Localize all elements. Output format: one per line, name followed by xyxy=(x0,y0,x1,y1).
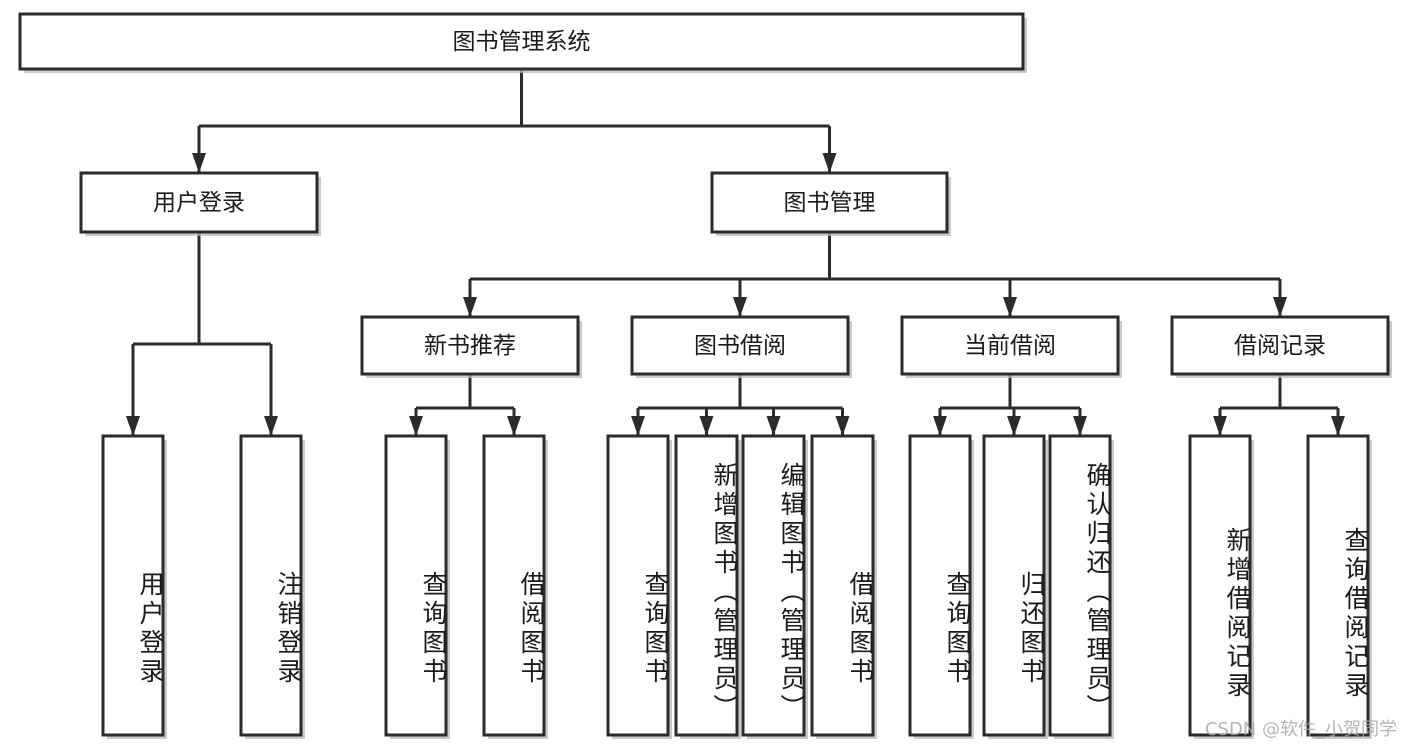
node-box-leaf-edit-book[interactable] xyxy=(741,434,806,737)
node-box-user-login[interactable] xyxy=(79,171,319,234)
arrow-head xyxy=(507,416,521,436)
arrow-head xyxy=(1331,416,1345,436)
arrow-head xyxy=(1073,416,1087,436)
node-box-leaf-borrow-book-1[interactable] xyxy=(482,434,546,737)
node-box-leaf-query-book-2[interactable] xyxy=(606,434,670,737)
arrow-head xyxy=(933,416,947,436)
node-box-leaf-confirm-return[interactable] xyxy=(1048,434,1112,737)
node-label-root: 图书管理系统 xyxy=(453,29,591,55)
arrow-head xyxy=(409,416,423,436)
node-box-borrow-record[interactable] xyxy=(1170,315,1390,376)
arrow-head xyxy=(463,297,477,317)
node-box-leaf-add-record[interactable] xyxy=(1188,434,1252,737)
arrow-head xyxy=(1003,297,1017,317)
arrow-head xyxy=(1273,297,1287,317)
node-label-new-book-recommend: 新书推荐 xyxy=(424,333,516,359)
arrow-head xyxy=(699,416,714,436)
node-box-leaf-add-book[interactable] xyxy=(674,434,739,737)
node-box-current-borrow[interactable] xyxy=(900,315,1120,376)
node-label-book-manage: 图书管理 xyxy=(784,190,876,216)
boxes-layer xyxy=(18,12,1392,739)
node-label-book-borrow: 图书借阅 xyxy=(694,333,786,359)
arrow-head xyxy=(192,153,206,173)
arrow-head xyxy=(264,416,278,436)
connectors-layer xyxy=(126,69,1345,436)
node-box-leaf-borrow-book-2[interactable] xyxy=(810,434,875,737)
arrow-head xyxy=(822,153,837,173)
node-box-new-book-recommend[interactable] xyxy=(360,315,580,376)
node-label-user-login: 用户登录 xyxy=(153,190,245,216)
node-box-leaf-user-logout[interactable] xyxy=(239,434,303,737)
node-box-book-borrow[interactable] xyxy=(630,315,850,376)
node-box-leaf-user-login[interactable] xyxy=(101,434,165,737)
node-box-leaf-query-record[interactable] xyxy=(1306,434,1370,737)
arrow-head xyxy=(126,416,140,436)
arrow-head xyxy=(1213,416,1227,436)
node-label-current-borrow: 当前借阅 xyxy=(964,333,1056,359)
watermark: CSDN @软件_小贺同学 xyxy=(1204,719,1397,740)
node-box-book-manage[interactable] xyxy=(710,171,949,234)
node-box-leaf-query-book-3[interactable] xyxy=(908,434,972,737)
node-box-root[interactable] xyxy=(18,12,1025,71)
arrow-head xyxy=(766,416,781,436)
node-box-leaf-query-book-1[interactable] xyxy=(384,434,448,737)
arrow-head xyxy=(631,416,645,436)
node-label-borrow-record: 借阅记录 xyxy=(1234,333,1326,359)
node-box-leaf-return-book[interactable] xyxy=(982,434,1046,737)
arrow-head xyxy=(835,416,850,436)
arrow-head xyxy=(1007,416,1021,436)
arrow-head xyxy=(733,297,747,317)
